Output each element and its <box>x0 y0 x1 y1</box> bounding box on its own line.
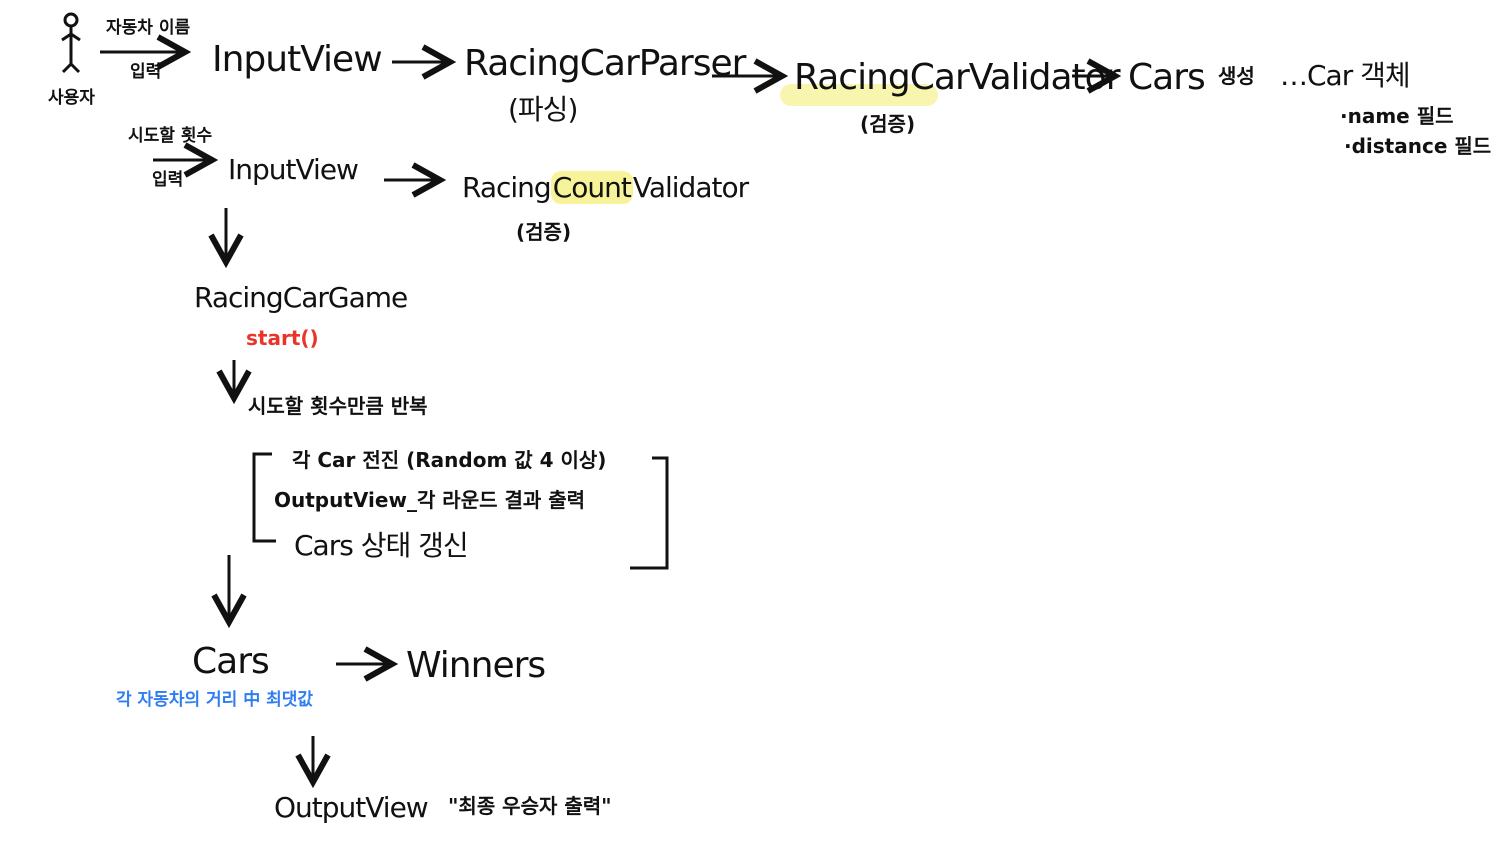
parser-node: RacingCarParser <box>464 43 746 84</box>
car-validator-node: RacingCarValidator <box>794 57 1120 98</box>
outputview-final-node: OutputView <box>274 791 429 824</box>
count-input-label-top: 시도할 횟수 <box>128 126 213 146</box>
loop-bracket-right <box>630 456 669 570</box>
cars-node: Cars <box>1128 57 1206 98</box>
cars-create-label: 생성 <box>1218 64 1255 88</box>
inputview-node-1: InputView <box>212 39 383 80</box>
stick-figure-icon <box>61 12 81 74</box>
validator-highlight <box>780 84 938 106</box>
actor-label: 사용자 <box>48 88 95 108</box>
parser-note: (파싱) <box>508 93 578 126</box>
final-winner-output-note: "최종 우승자 출력" <box>448 794 612 818</box>
game-start-method: start() <box>246 326 319 350</box>
game-node: RacingCarGame <box>194 281 408 314</box>
count-validator-note: (검증) <box>516 220 572 244</box>
inputview-node-2: InputView <box>228 153 359 186</box>
name-input-label-bottom: 입력 <box>130 62 162 82</box>
car-validator-note: (검증) <box>860 112 916 136</box>
count-validator-highlight: Count <box>550 171 633 204</box>
loop-step-1: 각 Car 전진 (Random 값 4 이상) <box>292 448 607 472</box>
loop-step-2: OutputView_각 라운드 결과 출력 <box>274 488 586 512</box>
car-object-label: …Car 객체 <box>1280 59 1411 92</box>
cars-result-node: Cars <box>192 641 270 682</box>
name-input-label-top: 자동차 이름 <box>106 18 191 38</box>
loop-label: 시도할 횟수만큼 반복 <box>248 394 428 418</box>
count-validator-prefix: Racing <box>462 171 552 204</box>
winners-node: Winners <box>406 645 546 686</box>
count-validator-node: RacingCountValidator <box>462 171 749 204</box>
field-distance: ·distance 필드 <box>1344 134 1492 158</box>
count-validator-suffix: Validator <box>632 171 749 204</box>
loop-bracket-left <box>252 452 276 543</box>
count-input-label-bottom: 입력 <box>152 170 184 190</box>
field-name: ·name 필드 <box>1340 104 1454 128</box>
max-distance-note: 각 자동차의 거리 中 최댓값 <box>116 690 314 710</box>
loop-step-3: Cars 상태 갱신 <box>294 529 469 562</box>
